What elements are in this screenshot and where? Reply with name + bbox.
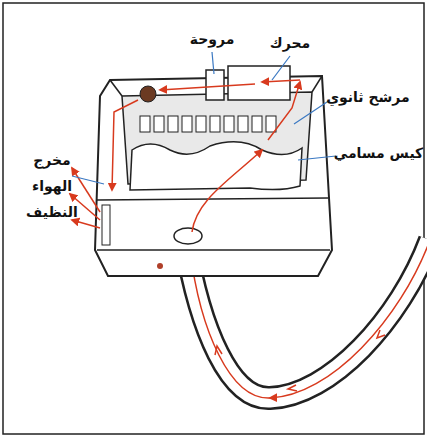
casing-dot (157, 263, 163, 269)
fan-symbol (206, 70, 224, 100)
casing-edge (110, 80, 122, 96)
part-label: مخرج الهواء النظيف (26, 147, 78, 225)
leader-line (298, 156, 336, 160)
filter-slot (224, 116, 234, 132)
outlet-arrow (72, 220, 100, 228)
porous-bag-symbol (130, 142, 302, 190)
filter-slot (196, 116, 206, 132)
casing-edge (97, 198, 328, 200)
filter-slot (238, 116, 248, 132)
secondary-filter-symbol (140, 116, 276, 132)
airflow-arrow (268, 82, 300, 140)
filter-slot (168, 116, 178, 132)
part-label: كيس مسامي (330, 140, 427, 166)
filter-slot (210, 116, 220, 132)
leader-line (212, 52, 214, 74)
airflow-chevron (377, 330, 385, 338)
fan-outlet-symbol (140, 86, 156, 102)
motor-symbol (228, 66, 290, 100)
part-label: مروحة (182, 26, 242, 52)
casing-edge (97, 249, 330, 251)
casing-edge (312, 76, 322, 92)
casing-body (95, 76, 332, 276)
airflow-chevron (215, 346, 222, 355)
airflow-arrow (262, 80, 300, 82)
airflow-arrow (160, 84, 255, 90)
part-label: مرشح ثانوي (318, 84, 418, 110)
hose-inlet (174, 228, 202, 244)
airflow-chevron (288, 385, 297, 391)
leader-line (272, 56, 290, 80)
filter-slot (140, 116, 150, 132)
outlet-grille (102, 205, 110, 245)
airflow-arrow (112, 100, 138, 190)
leader-line (294, 100, 330, 124)
part-label: محرك (262, 30, 318, 56)
filter-slot (182, 116, 192, 132)
filter-slot (266, 116, 276, 132)
filter-slot (154, 116, 164, 132)
filter-slot (252, 116, 262, 132)
airflow-arrow (192, 150, 262, 232)
leader-line (72, 176, 104, 184)
